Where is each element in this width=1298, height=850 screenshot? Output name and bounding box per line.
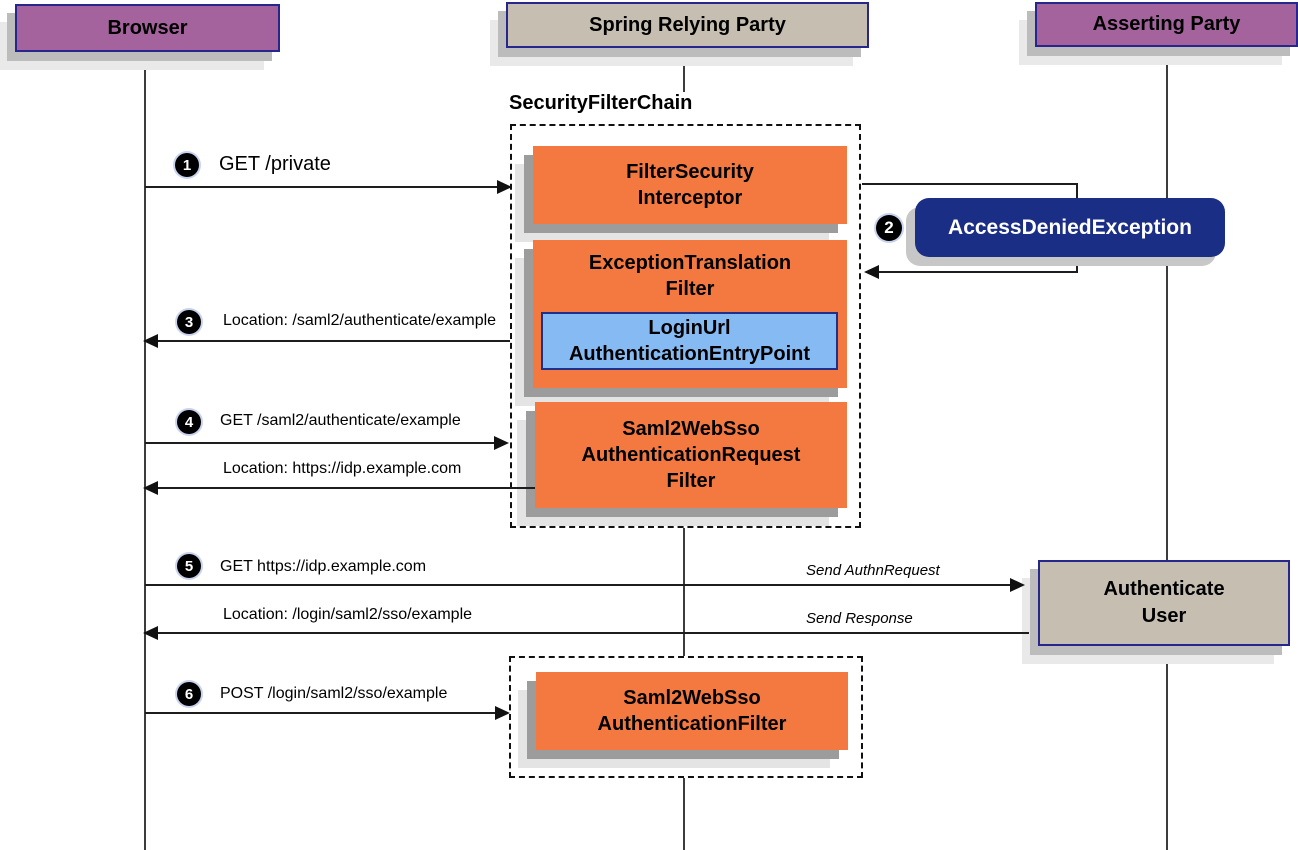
arrowhead-right-icon — [495, 706, 510, 720]
login-url-entry-point-line2: AuthenticationEntryPoint — [568, 343, 811, 365]
relying-party-lifeline-middle — [683, 528, 685, 656]
saml2-authentication-filter-line2: AuthenticationFilter — [597, 713, 787, 735]
arrowhead-right-icon — [497, 180, 512, 194]
message-3-label: Location: /saml2/authenticate/example — [223, 312, 497, 329]
browser-lifeline — [144, 52, 146, 850]
saml2-sso-chain-box — [509, 656, 863, 778]
message-5-response-label: Location: /login/saml2/sso/example — [223, 606, 473, 623]
step-3-badge: 3 — [177, 310, 201, 334]
step-1-badge: 1 — [175, 153, 199, 177]
authenticate-user-line2: User — [1141, 605, 1187, 627]
step-2-badge: 2 — [876, 215, 902, 241]
message-6-label: POST /login/saml2/sso/example — [220, 685, 448, 702]
security-filter-chain-box — [510, 124, 861, 528]
actor-box-asserting-party: Asserting Party — [1035, 2, 1298, 47]
saml2-authn-request-filter-line3: Filter — [666, 470, 716, 492]
message-6-line — [145, 706, 510, 720]
saml2-authentication-filter-box: Saml2WebSso AuthenticationFilter — [536, 672, 848, 750]
arrowhead-right-icon — [1010, 578, 1025, 592]
send-response-label: Send Response — [806, 610, 913, 627]
actor-label-browser: Browser — [107, 16, 188, 39]
message-4-line — [145, 436, 509, 450]
filter-security-interceptor-line2: Interceptor — [637, 187, 743, 209]
message-1-line — [145, 180, 512, 194]
message-5-response-line — [143, 626, 1029, 640]
saml2-authentication-request-filter-box: Saml2WebSso AuthenticationRequest Filter — [535, 402, 847, 508]
exception-translation-filter-line2: Filter — [665, 278, 715, 300]
message-4-label: GET /saml2/authenticate/example — [220, 412, 461, 429]
login-url-entry-point-line1: LoginUrl — [648, 317, 731, 339]
saml2-authn-request-filter-line1: Saml2WebSso — [622, 418, 760, 440]
message-3-line — [143, 334, 510, 348]
asserting-party-lifeline-bottom — [1166, 646, 1168, 850]
filter-security-interceptor-line1: FilterSecurity — [626, 161, 754, 183]
actor-box-browser: Browser — [15, 4, 280, 52]
access-denied-exception-label: AccessDeniedException — [948, 215, 1192, 239]
access-denied-out-line — [862, 183, 1078, 185]
arrowhead-left-icon — [864, 265, 879, 279]
step-6-badge: 6 — [177, 682, 201, 706]
saml2-authn-request-filter-line2: AuthenticationRequest — [581, 444, 801, 466]
access-denied-exception-box: AccessDeniedException — [915, 198, 1225, 257]
message-4-response-label: Location: https://idp.example.com — [223, 460, 462, 477]
login-url-authentication-entry-point-box: LoginUrl AuthenticationEntryPoint — [541, 312, 838, 370]
message-4-response-line — [143, 481, 535, 495]
authenticate-user-box: Authenticate User — [1038, 560, 1290, 646]
filter-security-interceptor-box: FilterSecurity Interceptor — [533, 146, 847, 224]
exception-translation-filter-line1: ExceptionTranslation — [588, 252, 792, 274]
relying-party-lifeline-bottom — [683, 778, 685, 850]
arrowhead-left-icon — [143, 626, 158, 640]
step-5-badge: 5 — [177, 554, 201, 578]
access-denied-return-line — [864, 265, 1076, 279]
send-authn-request-label: Send AuthnRequest — [806, 562, 940, 579]
asserting-party-lifeline-top — [1166, 48, 1168, 560]
message-1-label: GET /private — [219, 153, 331, 175]
step-4-badge: 4 — [177, 410, 201, 434]
arrowhead-left-icon — [143, 334, 158, 348]
authenticate-user-line1: Authenticate — [1103, 578, 1225, 600]
relying-party-lifeline-top — [683, 54, 685, 92]
arrowhead-left-icon — [143, 481, 158, 495]
message-5-label: GET https://idp.example.com — [220, 558, 427, 575]
saml2-authentication-filter-line1: Saml2WebSso — [623, 687, 761, 709]
actor-label-asserting-party: Asserting Party — [1092, 13, 1241, 35]
arrowhead-right-icon — [494, 436, 509, 450]
actor-label-relying-party: Spring Relying Party — [589, 13, 786, 36]
message-5-line — [145, 578, 1025, 592]
actor-box-relying-party: Spring Relying Party — [506, 2, 869, 48]
security-filter-chain-title: SecurityFilterChain — [509, 92, 693, 114]
